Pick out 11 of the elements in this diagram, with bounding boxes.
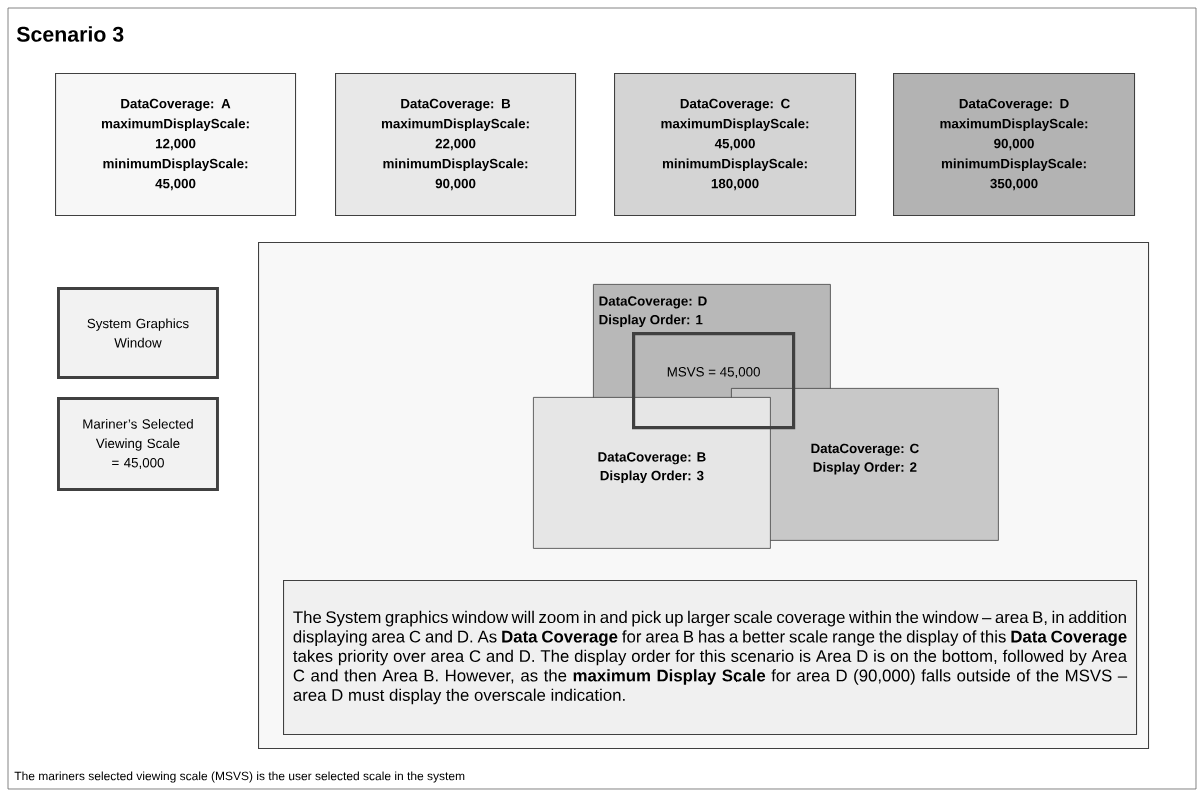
note-box: The System graphics window will zoom in and pick up larger scale coverage within the window – area B, in addition displaying area C and D. As Data Coverage for area B has a better scale range the display of this Data Coverage takes priority over area C and D. The display order for this scenario is Area D is on the bottom, followed by Area C and then Area B. However, as the maximum Display Scale for area D (90,000) falls outside of the MSVS – area D must display the overscale indication. xyxy=(283,580,1138,736)
coverage-box: DataCoverage: A maximumDisplayScale: 12,000 minimumDisplayScale: 45,000 xyxy=(55,73,297,217)
scale-key-box: Mariner’s Selected Viewing Scale = 45,000 xyxy=(57,397,219,491)
coverage-box: DataCoverage: C maximumDisplayScale: 45,000 minimumDisplayScale: 180,000 xyxy=(614,73,857,217)
coverage-box: DataCoverage: B maximumDisplayScale: 22,000 minimumDisplayScale: 90,000 xyxy=(335,73,577,217)
coverage-area: DataCoverage: B Display Order: 3 xyxy=(533,397,771,549)
msvs-frame: MSVS = 45,000 xyxy=(632,332,796,430)
caption: The mariners selected viewing scale (MSVS) is the user selected scale in the system xyxy=(14,771,465,783)
title: Scenario 3 xyxy=(16,26,124,42)
coverage-box: DataCoverage: D maximumDisplayScale: 90,000 minimumDisplayScale: 350,000 xyxy=(893,73,1136,217)
window-key-box: System Graphics Window xyxy=(57,287,219,379)
